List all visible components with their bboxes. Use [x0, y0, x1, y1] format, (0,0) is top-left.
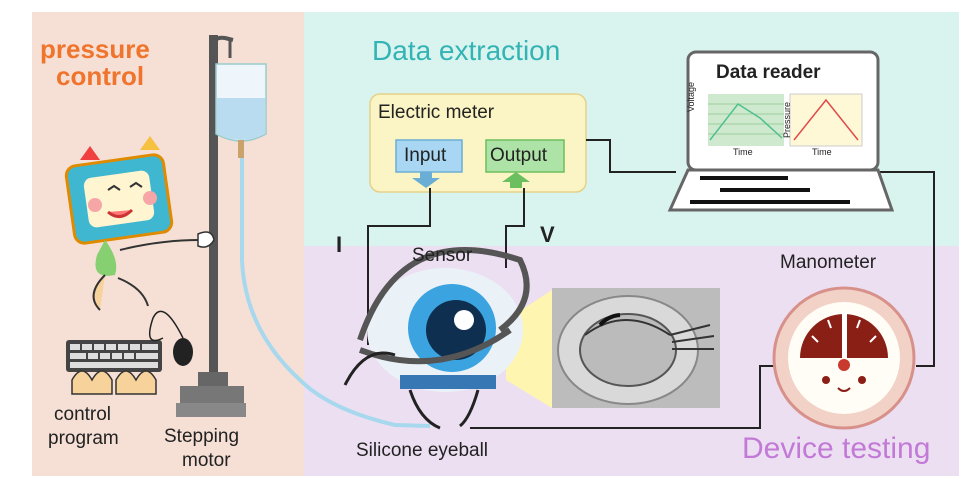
device-testing-title: Device testing: [742, 432, 931, 465]
data-reader-title: Data reader: [716, 62, 821, 83]
circuit-wires: [367, 139, 935, 429]
stepping-motor-label-line2: motor: [182, 450, 231, 471]
pressure-control-title-line2: control: [56, 61, 145, 91]
manometer-label: Manometer: [780, 252, 877, 273]
laptop-icon: [667, 50, 895, 212]
iv-stand-icon: [176, 35, 246, 417]
control-program-label-line2: program: [48, 428, 119, 449]
mouse-icon: [148, 310, 193, 366]
output-arrow-icon: [502, 172, 530, 188]
input-box: [395, 139, 463, 173]
output-box: [485, 139, 565, 173]
pressure-control-title: pressure: [40, 34, 150, 64]
silicone-eyeball-label: Silicone eyeball: [356, 440, 489, 461]
electric-meter-title: Electric meter: [378, 102, 495, 123]
silicone-eyeball-icon: [343, 247, 530, 430]
stepping-motor-label: Stepping: [164, 426, 240, 447]
pressure-time-label: Time: [812, 147, 832, 157]
manometer-icon: [772, 286, 916, 430]
pressure-axis-label: Pressure: [782, 101, 792, 138]
iv-bag-icon: [215, 63, 267, 158]
operator-character-icon: [64, 136, 215, 311]
output-label: Output: [490, 145, 548, 166]
voltage-time-label: Time: [733, 147, 753, 157]
fluid-tube: [240, 158, 431, 428]
sensor-label: Sensor: [412, 245, 473, 266]
control-program-label: control: [54, 404, 112, 425]
sensor-photo: [552, 288, 720, 408]
current-label: I: [336, 232, 343, 257]
keyboard-icon: [66, 340, 162, 395]
input-arrow-icon: [412, 172, 440, 188]
voltage-label: V: [540, 222, 555, 247]
voltage-axis-label: Voltage: [686, 81, 696, 112]
data-extraction-title: Data extraction: [372, 35, 561, 66]
input-label: Input: [404, 145, 447, 166]
